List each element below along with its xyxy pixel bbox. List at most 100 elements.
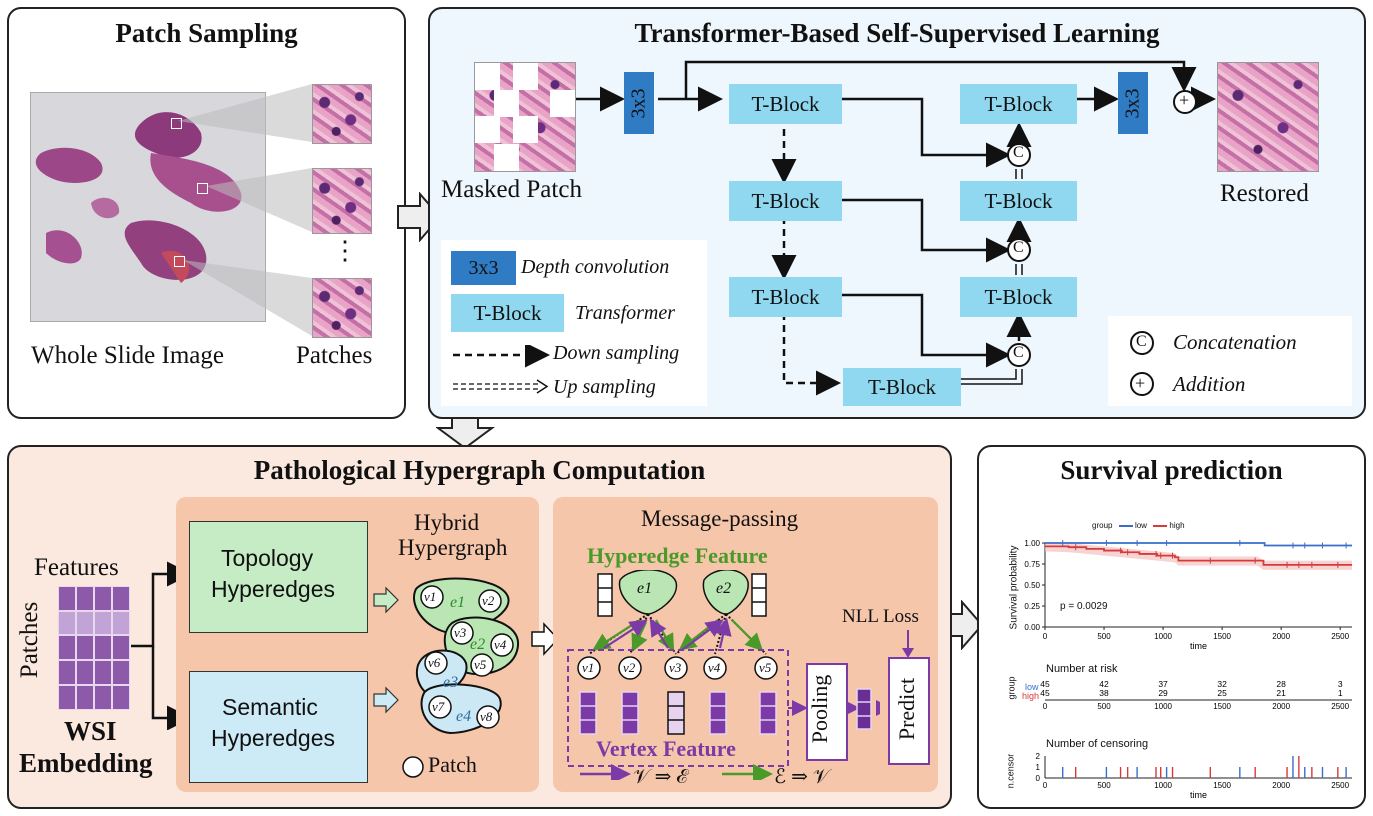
masked-patch-image	[474, 62, 576, 172]
mp-vertex-v3: v3	[669, 660, 682, 675]
hyperedge-feature-label: Hyperedge Feature	[587, 543, 768, 568]
hybrid-hypergraph	[413, 577, 520, 735]
predict-box	[888, 657, 930, 765]
semantic-box	[189, 671, 368, 783]
risk-row-low: low	[1025, 682, 1039, 692]
vertex-v4: v4	[494, 637, 507, 652]
legend-up-desc: Up sampling	[553, 376, 656, 398]
risk-title: Number at risk	[1046, 663, 1118, 675]
patch-sampling-title: Patch Sampling	[115, 18, 298, 48]
small-hollow-arrows	[373, 586, 399, 714]
tblock-bottleneck: T-Block	[843, 368, 961, 406]
risk-low-count: 45	[1040, 679, 1050, 689]
vertex-v8: v8	[480, 709, 493, 724]
transformer-connections	[576, 60, 1216, 396]
addition-node	[1173, 90, 1197, 114]
legend-add-desc: Addition	[1173, 372, 1246, 396]
x-tick-label: 0	[1043, 632, 1048, 641]
mp-edge-e1: e1	[637, 580, 653, 597]
censor-y-tick-label: 0	[1036, 774, 1041, 783]
risk-x-tick-label: 500	[1097, 702, 1111, 711]
censor-x-tick-label: 1000	[1154, 781, 1172, 790]
mp-edge-e2: e2	[716, 580, 732, 597]
mp-vertex-v2: v2	[623, 660, 636, 675]
tblock-encoder-2: T-Block	[729, 181, 842, 221]
km-xlabel: time	[1190, 641, 1207, 651]
edge-e4-label: e4	[456, 708, 472, 725]
pooled-feature	[856, 688, 872, 730]
censor-x-tick-label: 1500	[1213, 781, 1231, 790]
restored-label: Restored	[1220, 180, 1309, 207]
hybrid-label-1: Hybrid	[414, 510, 480, 535]
embedding-branch-arrows	[131, 561, 192, 730]
patch-ellipsis: ⋮	[332, 236, 358, 265]
km-ylabel: Survival probability	[1008, 545, 1020, 630]
risk-low-count: 28	[1276, 679, 1286, 689]
censor-x-tick-label: 2500	[1331, 781, 1349, 790]
risk-x-tick-label: 1000	[1154, 702, 1172, 711]
message-passing-label: Message-passing	[641, 506, 799, 531]
legend-concat-desc: Concatenation	[1173, 330, 1297, 354]
features-label: Features	[34, 554, 119, 581]
tissue-blobs	[35, 112, 242, 283]
legend-conv-swatch: 3x3	[451, 251, 516, 285]
tblock-decoder-1: T-Block	[960, 84, 1077, 124]
pooling-label: Pooling	[807, 674, 833, 744]
risk-low-count: 37	[1158, 679, 1168, 689]
km-curve-high	[1045, 545, 1352, 566]
hypergraph-title: Pathological Hypergraph Computation	[253, 455, 706, 485]
y-tick-label: 0.00	[1024, 623, 1040, 632]
zoom-connectors	[178, 84, 312, 336]
risk-x-tick-label: 0	[1043, 702, 1048, 711]
vertex-feature-label: Vertex Feature	[596, 736, 736, 761]
risk-x-tick-label: 2500	[1331, 702, 1349, 711]
patches-label: Patches	[296, 342, 373, 369]
risk-high-count: 45	[1040, 688, 1050, 698]
patch-image-3	[312, 278, 372, 338]
patch-legend-label: Patch	[428, 752, 477, 777]
risk-high-count: 25	[1217, 688, 1227, 698]
risk-high-count: 21	[1276, 688, 1286, 698]
hybrid-label-2: Hypergraph	[398, 535, 508, 560]
x-tick-label: 2500	[1331, 632, 1349, 641]
risk-row-high: high	[1022, 691, 1040, 701]
pooling-box	[806, 663, 848, 761]
legend-low: low	[1134, 521, 1147, 530]
embedding-label-2: Embedding	[19, 748, 153, 778]
transformer-title: Transformer-Based Self-Supervised Learni…	[634, 18, 1160, 48]
edge-e1-label: e1	[450, 594, 466, 611]
y-tick-label: 1.00	[1024, 539, 1040, 548]
tblock-decoder-3: T-Block	[960, 277, 1077, 317]
vertex-v7: v7	[432, 699, 445, 714]
embedding-matrix	[58, 586, 130, 710]
km-legend: group low high	[1092, 521, 1185, 530]
risk-low-count: 3	[1338, 679, 1343, 689]
vertex-v3: v3	[454, 625, 467, 640]
embedding-label-1: WSI	[64, 716, 117, 746]
vertex-v6: v6	[428, 655, 441, 670]
legend-high-swatch	[1153, 524, 1168, 527]
operator-legend-circles	[1130, 331, 1154, 396]
legend-add-symbol: +	[1135, 373, 1146, 393]
legend-conv-desc: Depth convolution	[521, 256, 670, 278]
topology-label-1: Topology	[221, 545, 314, 571]
nll-loss-arrow	[902, 630, 914, 658]
masked-patch-label: Masked Patch	[441, 176, 582, 203]
risk-x-tick-label: 1500	[1213, 702, 1231, 711]
vertex-v2: v2	[482, 593, 495, 608]
censor-x-tick-label: 0	[1043, 781, 1048, 790]
mp-vertex-v1: v1	[582, 660, 595, 675]
nll-loss-label: NLL Loss	[842, 606, 919, 627]
p-value: p = 0.0029	[1060, 601, 1108, 612]
risk-high-count: 29	[1158, 688, 1168, 698]
patch-legend-circle	[402, 756, 424, 778]
patches-axis-label: Patches	[16, 601, 44, 679]
x-tick-label: 2000	[1272, 632, 1290, 641]
concat-symbol-1: C	[1013, 144, 1024, 161]
mp-vertex-v5: v5	[759, 660, 772, 675]
risk-high-count: 38	[1099, 688, 1109, 698]
x-tick-label: 1000	[1154, 632, 1172, 641]
risk-low-count: 32	[1217, 679, 1227, 689]
